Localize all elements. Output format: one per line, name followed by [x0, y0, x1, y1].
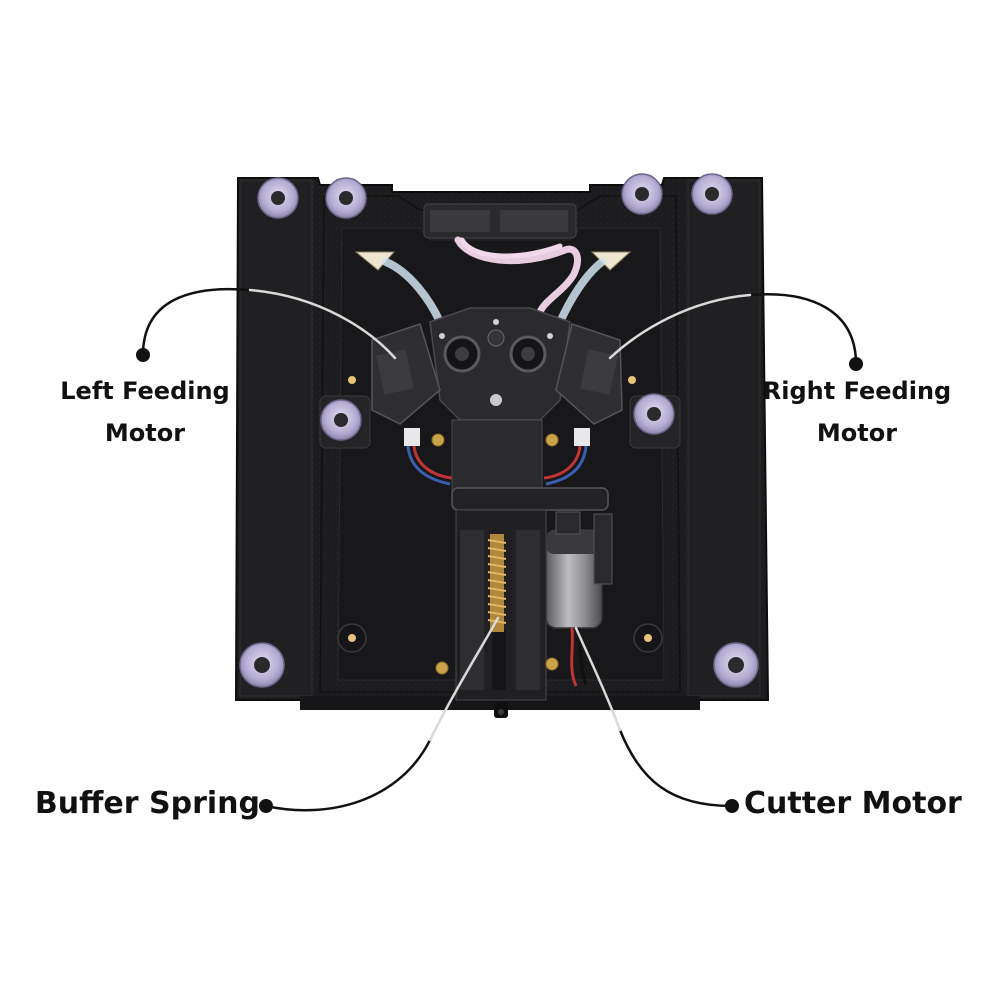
foot-pads: [239, 173, 759, 688]
label-left-feeding-motor-line2: Motor: [104, 419, 186, 447]
buffer-spring: [487, 534, 507, 632]
feeding-hub: [429, 307, 571, 421]
foot-pad: [621, 173, 663, 215]
leader-lines: [136, 287, 863, 813]
right-feeding-motor: [543, 323, 623, 486]
foot-pad: [320, 399, 362, 441]
cutter-motor: [545, 511, 613, 687]
label-right-feeding-motor: Right Feeding Motor: [752, 370, 962, 454]
foot-pad: [257, 177, 299, 219]
foot-pad: [239, 642, 285, 688]
label-right-feeding-motor-line2: Motor: [816, 419, 898, 447]
filament-inlets: [354, 251, 632, 326]
label-right-feeding-motor-line1: Right Feeding: [762, 377, 952, 405]
leader-left-feeding-motor: [136, 287, 397, 362]
foot-pad: [325, 177, 367, 219]
label-cutter-motor: Cutter Motor: [744, 786, 962, 821]
left-feeding-motor: [371, 323, 453, 486]
foot-pad: [691, 173, 733, 215]
top-connector: [423, 203, 581, 316]
foot-pad: [713, 642, 759, 688]
label-buffer-spring: Buffer Spring: [34, 786, 260, 821]
leader-cutter-motor: [574, 626, 739, 813]
label-left-feeding-motor: Left Feeding Motor: [40, 370, 250, 454]
leader-right-feeding-motor: [608, 293, 863, 371]
label-left-feeding-motor-line1: Left Feeding: [60, 377, 230, 405]
foot-pad: [633, 393, 675, 435]
leader-buffer-spring: [259, 616, 500, 813]
cutter-assembly: [431, 419, 609, 701]
